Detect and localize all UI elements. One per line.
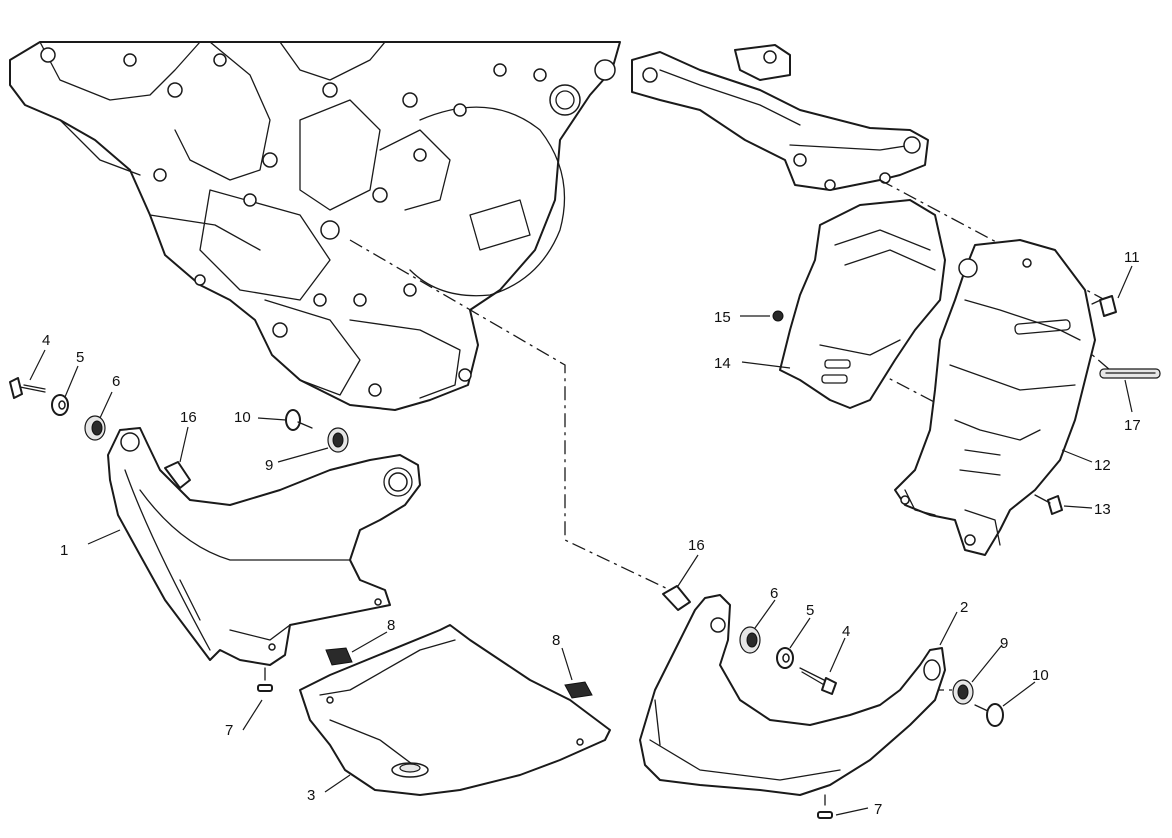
callout-5-left: 5	[76, 349, 84, 366]
callout-6-right: 6	[770, 585, 778, 602]
callout-9-right: 9	[1000, 635, 1008, 652]
fairing-panel-right-part-2	[639, 594, 946, 796]
callout-2: 2	[960, 599, 968, 616]
callout-6-left: 6	[112, 373, 120, 390]
callout-17: 17	[1124, 417, 1141, 434]
grommet-part-9-upper	[327, 427, 349, 453]
callout-labels: 1 2 3 4 5 6 16 10 9 7 8 8 16 6 5 4 9 10 …	[42, 249, 1141, 818]
clip-part-8-right	[564, 681, 593, 699]
callout-10-right: 10	[1032, 667, 1049, 684]
callout-16-right: 16	[688, 537, 705, 554]
spacer-part-16-left	[164, 461, 191, 489]
grommet-part-9-right	[952, 679, 974, 705]
fairing-panel-left-part-1	[107, 427, 421, 666]
engine-assembly	[9, 41, 621, 411]
callout-10-upper: 10	[234, 409, 251, 426]
spacer-part-16-right	[662, 585, 691, 611]
grommet-part-6-right	[739, 626, 761, 654]
callout-7-left: 7	[225, 722, 233, 739]
grommet-part-6-left	[84, 415, 106, 441]
callout-5-right: 5	[806, 602, 814, 619]
callout-16-left: 16	[180, 409, 197, 426]
heat-shield-small-part-14	[779, 199, 946, 409]
frame-bracket	[631, 44, 929, 191]
nut-part-15	[772, 310, 784, 322]
callout-12: 12	[1094, 457, 1111, 474]
bolt-part-4-right	[799, 667, 837, 695]
callout-4-left: 4	[42, 332, 50, 349]
callout-9-upper: 9	[265, 457, 273, 474]
heat-shield-large-part-12	[894, 239, 1096, 556]
callout-8-right: 8	[552, 632, 560, 649]
callout-1: 1	[60, 542, 68, 559]
callout-4-right: 4	[842, 623, 850, 640]
bolt-part-11	[1091, 295, 1117, 317]
screw-part-10-upper	[285, 409, 313, 431]
callout-3: 3	[307, 787, 315, 804]
screw-part-7-right	[817, 794, 833, 819]
bottom-pan-part-3	[299, 624, 611, 796]
leader-lines	[29, 265, 1133, 816]
bolt-part-4-left	[9, 377, 46, 399]
callout-11: 11	[1124, 249, 1140, 266]
callout-8-left: 8	[387, 617, 395, 634]
callout-14: 14	[714, 355, 731, 372]
washer-part-5-right	[776, 647, 794, 669]
washer-part-5-left	[51, 394, 69, 416]
bolt-part-13	[1034, 494, 1063, 515]
strip-part-17	[1099, 368, 1161, 379]
callout-13: 13	[1094, 501, 1111, 518]
screw-part-10-right	[974, 703, 1004, 727]
screw-part-7-left	[257, 667, 273, 692]
callout-15: 15	[714, 309, 731, 326]
callout-7-right: 7	[874, 801, 882, 818]
clip-part-8-left	[325, 647, 353, 666]
